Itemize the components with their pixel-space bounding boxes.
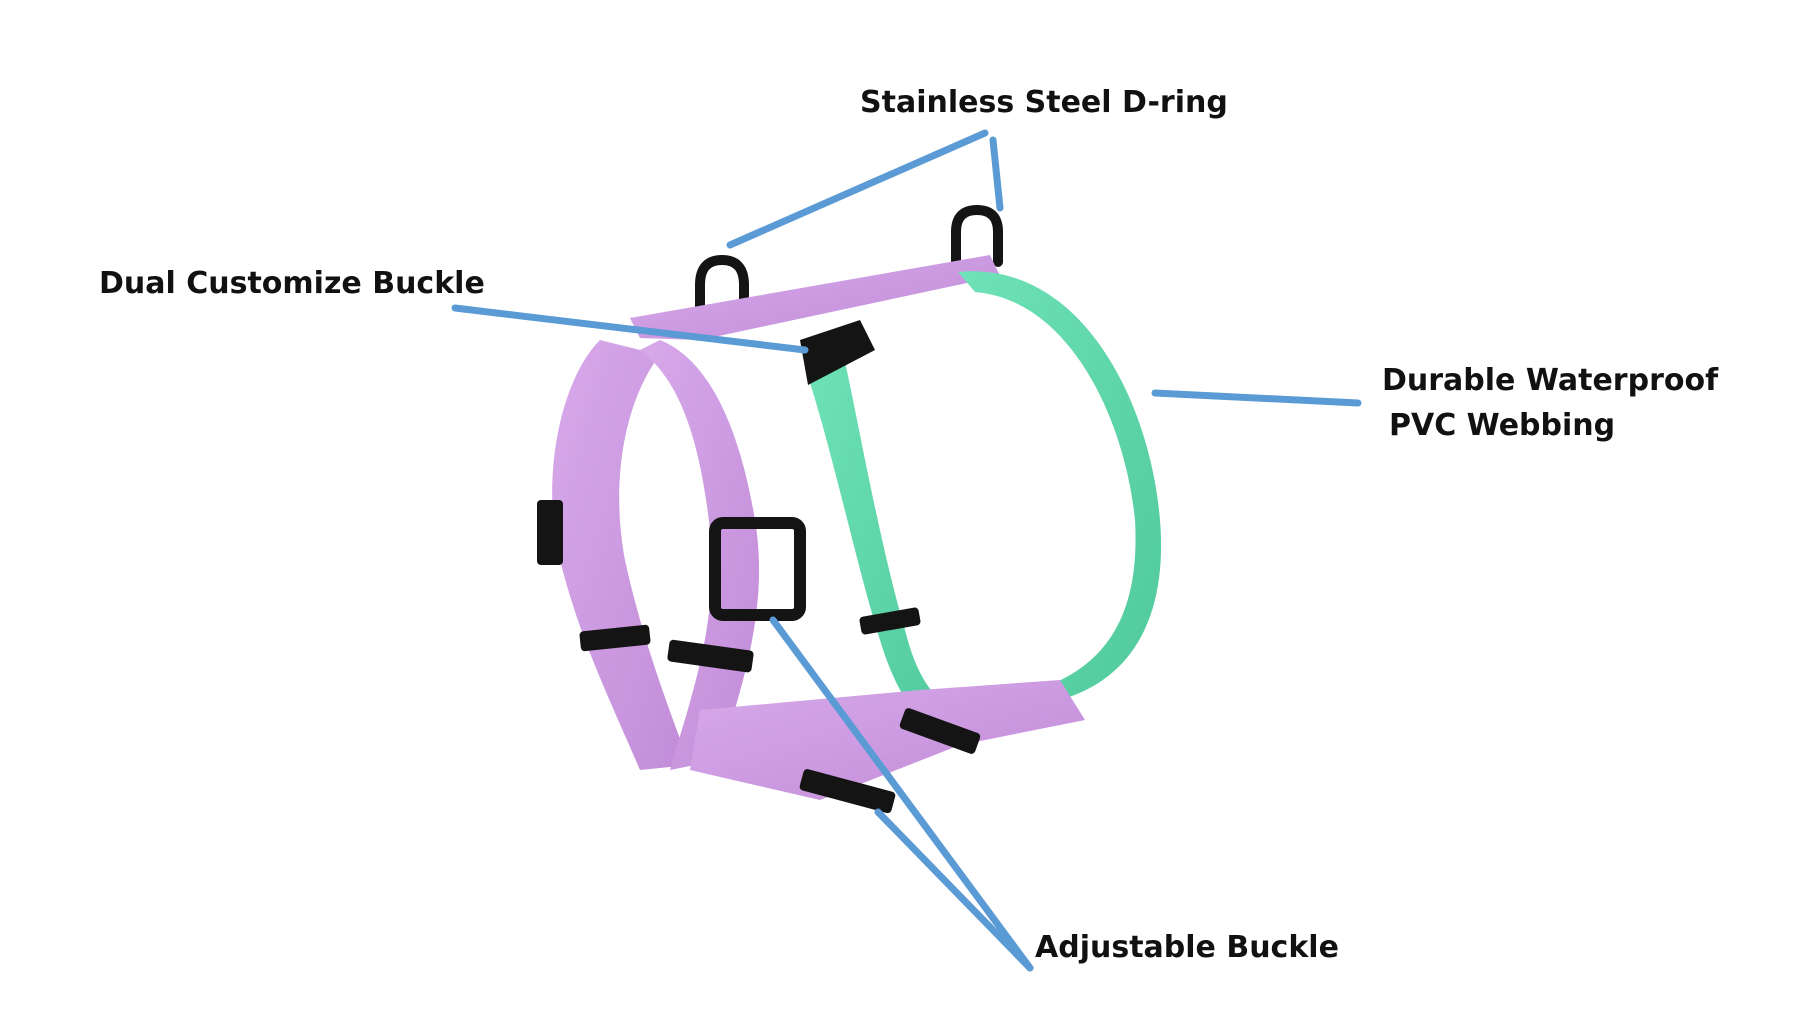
strap-keeper-3 — [859, 607, 921, 635]
d-ring-right — [951, 204, 1003, 267]
leader-lines — [451, 129, 1362, 972]
back-strap — [630, 255, 1000, 340]
d-ring-left — [695, 254, 749, 323]
label-dual-customize-buckle: Dual Customize Buckle — [99, 266, 485, 301]
leader-d-ring-left — [726, 129, 989, 249]
label-pvc-webbing: PVC Webbing — [1389, 408, 1616, 443]
strap-keeper-1 — [579, 624, 651, 652]
label-stainless-steel-d-ring: Stainless Steel D-ring — [860, 85, 1228, 120]
label-durable-waterproof: Durable Waterproof — [1382, 363, 1719, 398]
leader-webbing — [1151, 389, 1362, 407]
quick-release-buckle — [800, 320, 875, 385]
strap-keeper-5 — [799, 769, 896, 814]
slider-buckle-left — [537, 500, 563, 565]
slider-buckle-large — [709, 517, 806, 621]
leader-d-ring-right — [989, 136, 1004, 212]
strap-keeper-2 — [667, 639, 754, 673]
leader-dual-buckle — [451, 304, 809, 354]
leader-adjust-upper — [769, 616, 1034, 972]
mint-girth-strap — [805, 271, 1162, 730]
leader-adjust-lower — [874, 808, 1034, 972]
strap-keeper-4 — [899, 708, 981, 754]
label-adjustable-buckle: Adjustable Buckle — [1035, 930, 1339, 965]
